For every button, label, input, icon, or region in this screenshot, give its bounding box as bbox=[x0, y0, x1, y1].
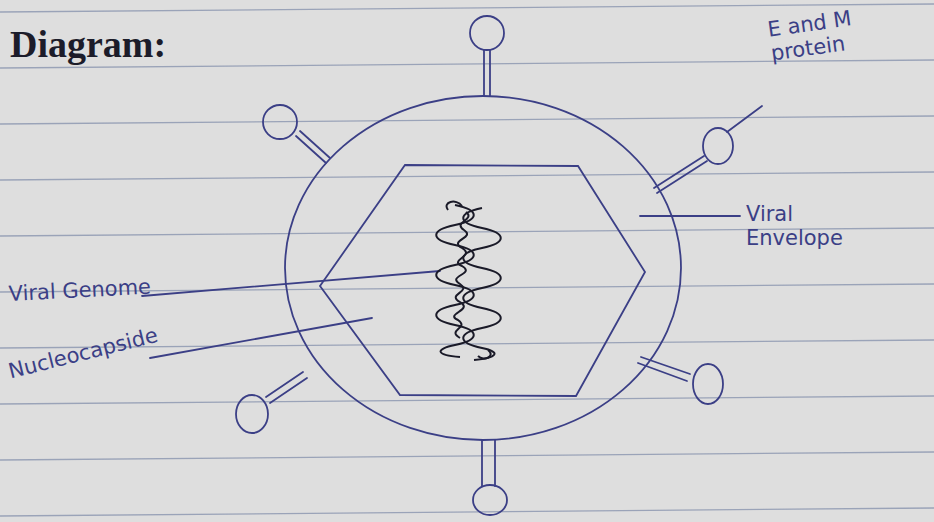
leader-line bbox=[640, 215, 740, 217]
spike-stalk bbox=[489, 50, 491, 96]
ruled-line bbox=[0, 4, 934, 12]
spike-stalk bbox=[641, 357, 690, 374]
ruled-line bbox=[0, 452, 934, 460]
spike-head bbox=[473, 485, 507, 515]
viral-genome bbox=[436, 202, 501, 360]
nucleocapsid bbox=[320, 165, 645, 396]
spike-stalk bbox=[494, 440, 496, 486]
ruled-line bbox=[0, 116, 934, 124]
part-label: E and M protein bbox=[766, 0, 901, 66]
spike-stalk bbox=[481, 440, 483, 486]
leader-line bbox=[150, 318, 372, 358]
ruled-line bbox=[0, 508, 934, 516]
spike-stalk bbox=[300, 131, 330, 158]
spike-stalk bbox=[638, 363, 687, 381]
leader-line bbox=[142, 271, 440, 296]
ruled-line bbox=[0, 396, 934, 404]
ruled-line bbox=[0, 172, 934, 180]
spike-stalk bbox=[654, 156, 704, 188]
diagram-title: Diagram: bbox=[10, 22, 166, 66]
part-label: Viral Envelope bbox=[746, 202, 866, 250]
spike-head bbox=[236, 395, 268, 433]
viral-envelope bbox=[285, 96, 681, 440]
leader-line bbox=[727, 106, 762, 132]
part-label: Nucleocapside bbox=[6, 319, 177, 384]
spike-stalk bbox=[657, 161, 707, 193]
genome-strand bbox=[436, 205, 474, 357]
genome-strand bbox=[463, 208, 501, 360]
spike-head bbox=[703, 128, 733, 164]
spike-head bbox=[263, 105, 297, 139]
spike-head bbox=[693, 364, 723, 404]
spike-stalk bbox=[483, 50, 485, 96]
ruled-lines bbox=[0, 4, 934, 516]
genome-strand bbox=[447, 202, 491, 359]
spike-head bbox=[470, 16, 504, 50]
part-label: Viral Genome bbox=[8, 274, 169, 306]
genome-strand bbox=[454, 212, 468, 338]
spike-stalk bbox=[270, 378, 307, 403]
